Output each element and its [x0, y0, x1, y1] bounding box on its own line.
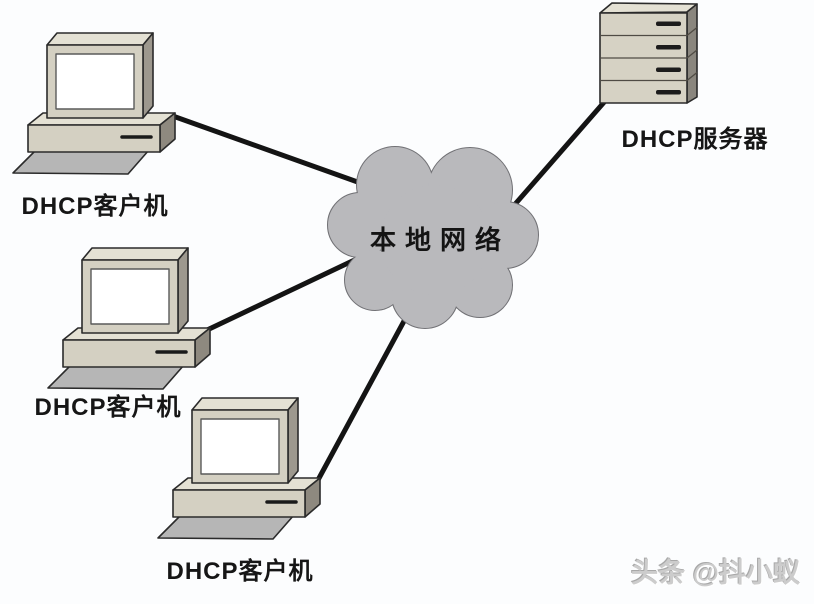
server-label: DHCP服务器	[621, 126, 769, 153]
connection-line-client3-cloud	[315, 307, 413, 483]
client-label-3: DHCP客户机	[166, 558, 314, 585]
client-computer-icon-2	[43, 240, 218, 390]
client-label-2: DHCP客户机	[34, 394, 182, 421]
client-computer-icon-1	[8, 25, 183, 175]
client-label-1: DHCP客户机	[21, 193, 169, 220]
network-cloud: 本地网络	[320, 143, 540, 333]
cloud-label: 本地网络	[370, 225, 510, 255]
connection-line-client1-cloud	[167, 112, 383, 193]
watermark: 头条 @抖小蚁	[631, 558, 800, 588]
server-icon	[590, 0, 710, 120]
connection-line-server-cloud	[507, 97, 609, 213]
connection-line-client2-cloud	[202, 252, 368, 334]
